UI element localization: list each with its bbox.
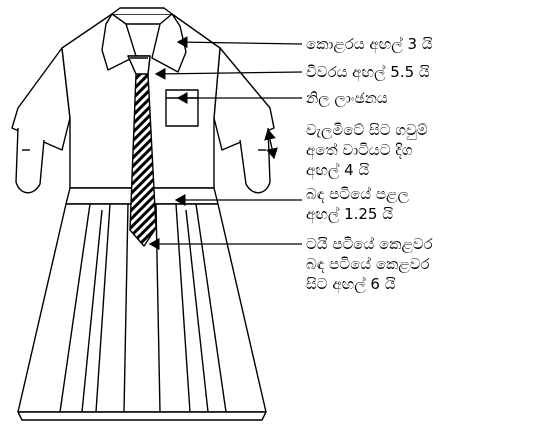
tie-end-label: ටයි පටියේ කෙළවර බඳ පටියේ කෙළවර සිට අඟල් …	[306, 235, 433, 293]
lapel-arrow	[154, 67, 303, 80]
collar-arrow	[176, 36, 303, 49]
sleeve-length-label: වැලමිටේ සිට ගවුම් අතේ වාටියට දිග අඟල් 4 …	[306, 121, 428, 179]
collar-width-label: කොළරය අඟල් 3 යි	[306, 35, 433, 53]
badge-pocket	[165, 89, 199, 127]
left-arm	[15, 127, 45, 194]
badge-label: නිල ලාංඡනය	[306, 89, 388, 107]
right-arm	[239, 127, 271, 194]
lapel-width-label: විවරය අඟල් 5.5 යි	[306, 63, 430, 81]
belt-width-label: බඳ පටියේ පළල අඟල් 1.25 යි	[306, 185, 409, 223]
